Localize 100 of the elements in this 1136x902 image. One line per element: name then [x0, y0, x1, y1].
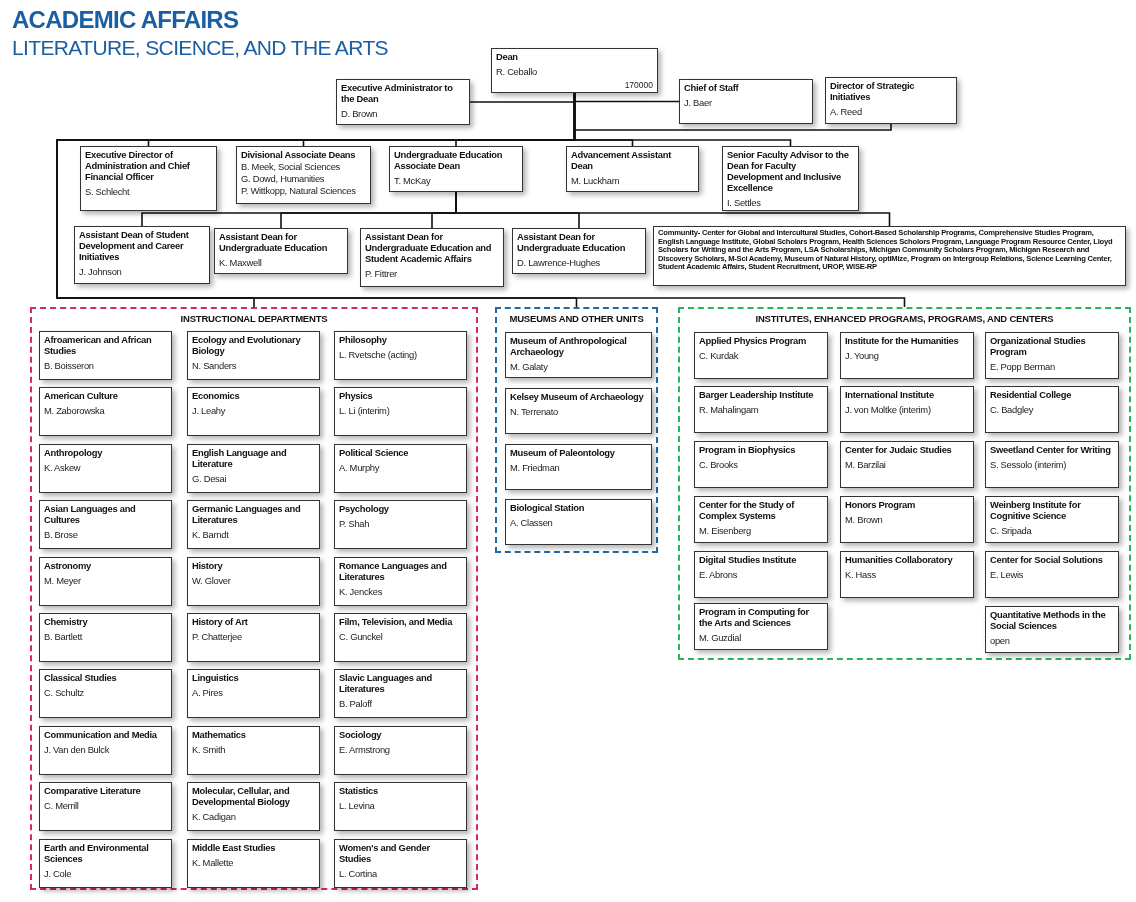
- org-box: [39, 725, 172, 775]
- person-name: G. Dowd, Humanities: [241, 173, 326, 184]
- person-name: B. Bartlett: [44, 631, 84, 642]
- org-box: [985, 332, 1119, 379]
- position-title: Psychology: [339, 503, 390, 515]
- position-title: Program in Computing for the Arts and Sciences: [699, 606, 810, 628]
- position-title: Museum of Anthropological Archaeology: [510, 335, 628, 357]
- position-title: Classical Studies: [44, 672, 118, 684]
- org-box: [985, 386, 1119, 433]
- org-box: [80, 146, 217, 211]
- position-title: Chief of Staff: [684, 82, 740, 93]
- org-box: [39, 782, 172, 832]
- position-title: Kelsey Museum of Archaeology: [510, 391, 645, 402]
- org-box: [187, 838, 320, 888]
- position-title: Film, Television, and Media: [339, 616, 454, 627]
- position-title: Executive Director of Administration and Chief Financial Officer: [85, 149, 191, 182]
- person-name: D. Brown: [341, 108, 379, 119]
- org-box: [566, 146, 699, 192]
- org-box: [389, 146, 523, 192]
- org-box: [187, 443, 320, 493]
- position-title: International Institute: [845, 389, 935, 400]
- position-title: Weinberg Institute for Cognitive Science: [990, 499, 1082, 521]
- org-box: [187, 725, 320, 775]
- org-box: [334, 613, 467, 662]
- org-box: [694, 386, 828, 433]
- person-name: R. Mahalingam: [699, 404, 760, 415]
- position-title: Mathematics: [192, 728, 247, 740]
- person-name: M. Guzdial: [699, 632, 742, 643]
- org-box: [334, 556, 467, 606]
- page-title: ACADEMIC AFFAIRS: [12, 6, 239, 34]
- person-name: W. Glover: [192, 574, 232, 586]
- org-box: [336, 79, 470, 125]
- org-box: [39, 500, 172, 550]
- org-box: [840, 441, 974, 488]
- position-title: Statistics: [339, 785, 379, 797]
- position-title: Economics: [192, 390, 241, 402]
- person-name: B. Paloff: [339, 698, 373, 710]
- position-title: Assistant Dean for Undergraduate Education and Student Academic Affairs: [365, 231, 493, 264]
- position-title: Philosophy: [339, 334, 388, 345]
- position-title: Center for Judaic Studies: [845, 444, 953, 455]
- org-box: [840, 496, 974, 543]
- person-name: M. Galaty: [510, 361, 549, 372]
- org-box: [694, 603, 828, 650]
- org-box: [985, 551, 1119, 598]
- person-name: M. Zaborowska: [44, 405, 106, 417]
- position-title: Undergraduate Education Associate Dean: [394, 149, 504, 171]
- person-name: N. Terrenato: [510, 406, 560, 417]
- org-box: [39, 669, 172, 719]
- position-title: Biological Station: [510, 502, 586, 513]
- person-name: P. Fittrer: [365, 268, 398, 279]
- person-name: L. Levina: [339, 800, 376, 812]
- person-name: C. Gunckel: [339, 631, 384, 642]
- position-title: Director of Strategic Initiatives: [830, 80, 916, 102]
- person-name: M. Luckham: [571, 175, 621, 186]
- position-title: Romance Languages and Literatures: [339, 559, 448, 582]
- dashed-group-frame: [30, 307, 478, 890]
- group-heading: INSTRUCTIONAL DEPARTMENTS: [179, 312, 329, 326]
- position-title: Middle East Studies: [192, 841, 277, 853]
- position-title: Assistant Dean of Student Development and Career Initiatives: [79, 229, 190, 262]
- person-name: A. Pires: [192, 687, 224, 699]
- org-box: [187, 556, 320, 606]
- person-name: B. Brose: [44, 529, 79, 541]
- position-title: Senior Faculty Advisor to the Dean for Faculty Development and Inclusive Excellence: [727, 149, 850, 193]
- person-name: K. Smith: [192, 743, 227, 755]
- person-name: K. Maxwell: [219, 257, 263, 268]
- org-box: [985, 606, 1119, 653]
- person-name: N. Sanders: [192, 360, 238, 371]
- person-name: P. Wittkopp, Natural Sciences: [241, 185, 357, 196]
- position-title: Sweetland Center for Writing: [990, 444, 1112, 455]
- position-title: Germanic Languages and Literatures: [192, 503, 302, 526]
- person-name: A. Classen: [510, 517, 554, 528]
- person-name: C. Schultz: [44, 687, 85, 699]
- position-title: Chemistry: [44, 616, 89, 627]
- org-box: [491, 48, 658, 93]
- person-name: J. Baer: [684, 97, 713, 108]
- dashed-group-frame: [678, 307, 1131, 660]
- person-name: L. Rvetsche (acting): [339, 349, 418, 360]
- person-name: L. Cortina: [339, 867, 378, 879]
- org-box: [825, 77, 957, 124]
- unit-code: 170000: [624, 80, 653, 90]
- position-title: Anthropology: [44, 446, 104, 458]
- position-title: Quantitative Methods in the Social Sciences: [990, 609, 1107, 631]
- position-title: Assistant Dean for Undergraduate Education: [517, 231, 627, 253]
- org-box: [39, 387, 172, 437]
- person-name: J. Johnson: [79, 266, 123, 277]
- person-name: open: [990, 635, 1011, 646]
- org-box: [840, 386, 974, 433]
- org-box: [512, 228, 646, 274]
- position-title: Comparative Literature: [44, 785, 142, 797]
- org-box: [39, 838, 172, 888]
- person-name: M. Eisenberg: [699, 525, 752, 536]
- position-title: Honors Program: [845, 499, 917, 510]
- person-name: E. Armstrong: [339, 743, 391, 755]
- position-title: English Language and Literature: [192, 446, 288, 469]
- org-box: [334, 838, 467, 888]
- org-box: [74, 226, 210, 284]
- person-name: K. Hass: [845, 569, 877, 580]
- org-box: [694, 441, 828, 488]
- person-name: B. Meek, Social Sciences: [241, 161, 341, 172]
- org-box: [334, 443, 467, 493]
